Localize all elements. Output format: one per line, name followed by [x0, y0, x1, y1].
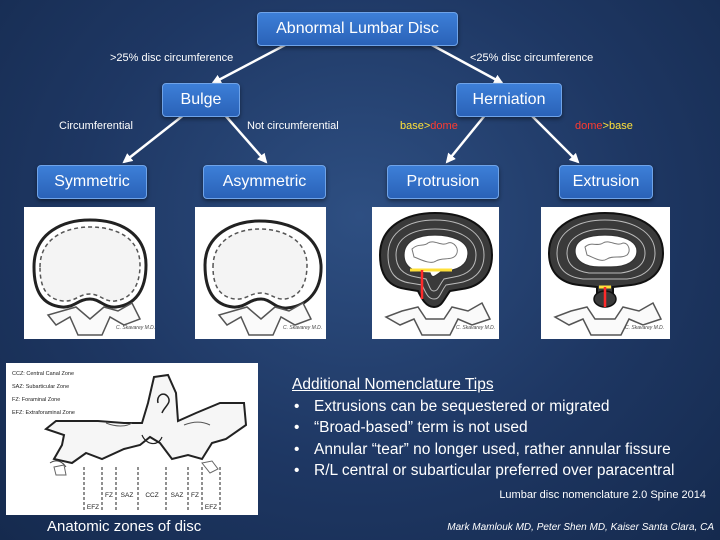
arrow-herniation-to-extrusion — [529, 113, 580, 164]
svg-text:C. Skavarey M.D.: C. Skavarey M.D. — [625, 325, 664, 331]
nomenclature-tips: Additional Nomenclature Tips Extrusions … — [292, 374, 674, 482]
svg-text:FZ: FZ — [105, 492, 113, 499]
svg-text:C. Skavarey M.D.: C. Skavarey M.D. — [116, 325, 155, 331]
author-credit: Mark Mamlouk MD, Peter Shen MD, Kaiser S… — [447, 522, 714, 533]
citation: Lumbar disc nomenclature 2.0 Spine 2014 — [499, 489, 706, 501]
svg-text:CCZ: Central Canal Zone: CCZ: Central Canal Zone — [12, 371, 74, 377]
svg-text:FZ: Foraminal Zone: FZ: Foraminal Zone — [12, 397, 60, 403]
anatomic-zones-illustration: CCZ: Central Canal Zone SAZ: Subarticula… — [6, 363, 258, 515]
svg-text:FZ: FZ — [191, 492, 199, 499]
tips-list: Extrusions can be sequestered or migrate… — [292, 396, 674, 482]
tip-item: Extrusions can be sequestered or migrate… — [292, 396, 674, 418]
extrusion-node: Extrusion — [559, 165, 653, 199]
edge-label-bulge: >25% disc circumference — [110, 52, 234, 64]
edge-label-herniation: <25% disc circumference — [470, 52, 594, 64]
tips-heading: Additional Nomenclature Tips — [292, 376, 494, 393]
edge-label-not-circumferential: Not circumferential — [247, 120, 339, 132]
root-node: Abnormal Lumbar Disc — [257, 12, 458, 46]
arrow-root-to-herniation — [429, 42, 504, 85]
arrow-bulge-to-symmetric — [122, 113, 186, 164]
tip-item: Annular “tear” no longer used, rather an… — [292, 439, 674, 461]
tip-item: R/L central or subarticular preferred ov… — [292, 460, 674, 482]
svg-text:EFZ: EFZ — [205, 504, 217, 511]
svg-text:SAZ: SAZ — [171, 492, 184, 499]
arrow-root-to-bulge — [211, 42, 288, 85]
protrusion-node: Protrusion — [387, 165, 499, 199]
svg-text:EFZ: Extraforaminal Zone: EFZ: Extraforaminal Zone — [12, 410, 75, 416]
edge-label-base-dome: base>dome — [400, 120, 458, 132]
zones-caption: Anatomic zones of disc — [47, 518, 202, 535]
svg-text:SAZ: Subarticular Zone: SAZ: Subarticular Zone — [12, 384, 69, 390]
edge-label-circumferential: Circumferential — [59, 120, 133, 132]
herniation-node: Herniation — [456, 83, 562, 117]
svg-text:C. Skavarey M.D.: C. Skavarey M.D. — [283, 325, 322, 331]
bulge-node: Bulge — [162, 83, 240, 117]
svg-text:EFZ: EFZ — [87, 504, 99, 511]
asymmetric-node: Asymmetric — [203, 165, 326, 199]
arrow-herniation-to-protrusion — [445, 113, 487, 164]
svg-text:SAZ: SAZ — [121, 492, 134, 499]
svg-text:C. Skavarey M.D.: C. Skavarey M.D. — [456, 325, 495, 331]
symmetric-node: Symmetric — [37, 165, 147, 199]
protrusion-illustration: C. Skavarey M.D. — [372, 207, 499, 339]
extrusion-illustration: C. Skavarey M.D. — [541, 207, 670, 339]
svg-text:CCZ: CCZ — [145, 492, 158, 499]
asymmetric-bulge-illustration: C. Skavarey M.D. — [195, 207, 326, 339]
arrow-bulge-to-asymmetric — [223, 113, 268, 164]
tip-item: “Broad-based” term is not used — [292, 417, 674, 439]
edge-label-dome-base: dome>base — [575, 120, 633, 132]
symmetric-bulge-illustration: C. Skavarey M.D. — [24, 207, 155, 339]
